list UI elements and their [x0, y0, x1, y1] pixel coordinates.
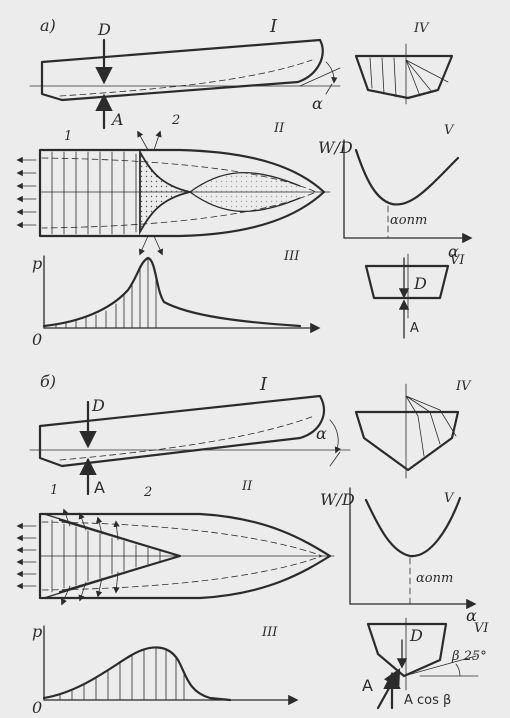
b-vi-d-label: D	[410, 626, 423, 645]
a-marker: а)	[40, 16, 56, 35]
b-force-d-label: D	[92, 396, 105, 415]
a-roman-5: V	[444, 123, 454, 138]
b-force-a-label: A	[94, 478, 105, 497]
a-alpha-opt-label: αопт	[390, 213, 428, 228]
b-roman-2: II	[242, 479, 253, 494]
a-roman-6: VI	[450, 253, 465, 268]
b-vi-a-cos-label: A cos β	[404, 693, 452, 708]
b-zone-2-label: 2	[144, 485, 153, 500]
b-vi-a-label: A	[362, 676, 373, 695]
a-axis-origin-label: 0	[32, 330, 43, 349]
a-resistance-curve	[343, 139, 473, 244]
a-plan-view	[16, 130, 331, 256]
b-zone-1-label: 1	[50, 483, 59, 498]
b-plan-view	[16, 508, 335, 606]
b-marker: б)	[40, 372, 57, 391]
a-roman-4: IV	[414, 21, 429, 36]
a-w-over-d-label: W/D	[318, 138, 353, 157]
b-force-section	[366, 617, 479, 710]
a-roman-2: II	[274, 121, 285, 136]
a-zone-1-label: 1	[64, 129, 73, 144]
a-force-d-label: D	[98, 20, 111, 39]
b-axis-p-label: p	[32, 622, 43, 641]
a-axis-p-label: p	[32, 254, 43, 273]
a-vi-d-label: D	[414, 274, 427, 293]
b-resistance-curve	[349, 487, 477, 610]
a-angle-label: α	[312, 94, 323, 113]
b-side-view-hull	[29, 394, 351, 496]
b-roman-6: VI	[474, 621, 489, 636]
a-axis-alpha-label: α	[448, 242, 459, 261]
a-side-view-hull	[29, 38, 341, 130]
a-pressure-plot	[42, 255, 321, 334]
a-force-a-label: A	[112, 110, 124, 129]
a-force-section	[364, 253, 450, 339]
a-roman-1: I	[270, 16, 278, 37]
b-roman-5: V	[444, 491, 454, 506]
a-section-view	[354, 43, 454, 105]
b-axis-origin-label: 0	[32, 698, 43, 717]
a-vi-a-label: A	[410, 321, 419, 336]
b-roman-3: III	[262, 625, 278, 640]
b-angle-label: α	[316, 424, 327, 443]
b-roman-1: I	[260, 374, 268, 395]
a-zone-2-label: 2	[172, 113, 181, 128]
b-axis-alpha-label: α	[466, 606, 477, 625]
b-pressure-plot	[42, 625, 299, 706]
b-roman-4: IV	[456, 379, 471, 394]
b-w-over-d-label: W/D	[320, 490, 355, 509]
b-alpha-opt-label: αопт	[416, 571, 454, 586]
b-vi-beta-label: β 25°	[452, 649, 487, 664]
b-section-view	[354, 383, 460, 479]
a-roman-3: III	[284, 249, 300, 264]
